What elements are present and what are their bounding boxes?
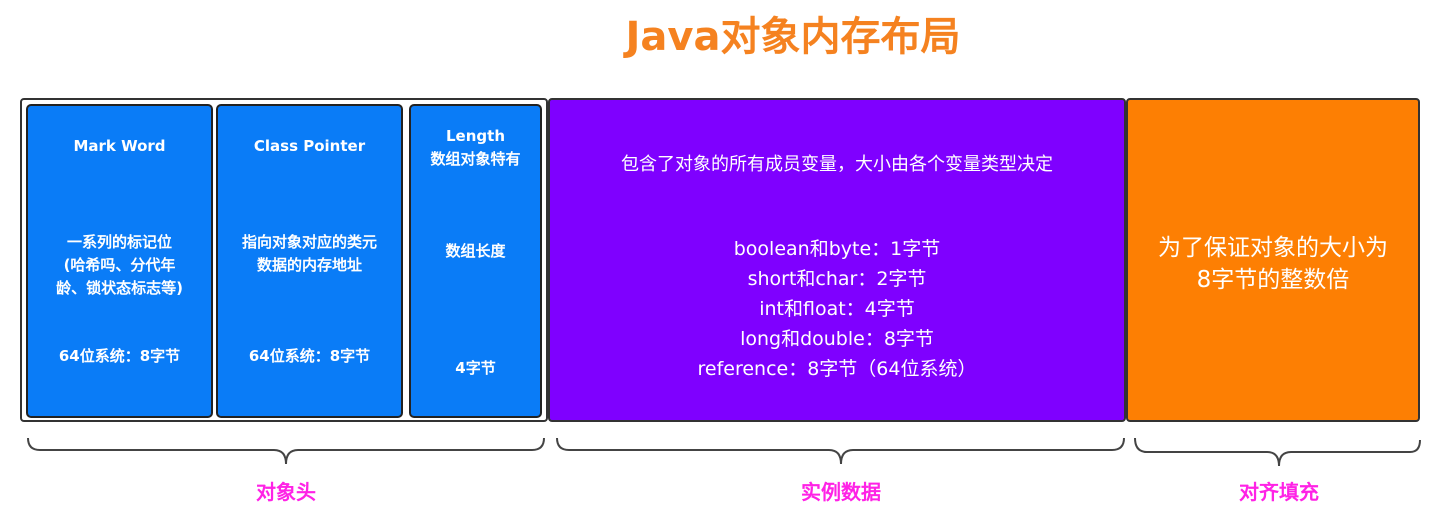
- length-title: Length: [446, 127, 505, 145]
- instance-data-desc: 包含了对象的所有成员变量，大小由各个变量类型决定: [621, 154, 1053, 175]
- page-title: Java对象内存布局: [625, 14, 961, 60]
- mark-word-box: Mark Word 一系列的标记位 (哈希吗、分代年 龄、锁状态标志等) 64位…: [26, 104, 213, 418]
- length-box: Length 数组对象特有 数组长度 4字节: [409, 104, 542, 418]
- class-pointer-box: Class Pointer 指向对象对应的类元 数据的内存地址 64位系统：8字…: [216, 104, 403, 418]
- class-pointer-title: Class Pointer: [253, 137, 366, 155]
- padding-box: 为了保证对象的大小为 8字节的整数倍: [1126, 98, 1420, 422]
- class-pointer-desc-2: 数据的内存地址: [256, 256, 362, 274]
- mark-word-size: 64位系统：8字节: [58, 347, 181, 365]
- mark-word-desc-2: (哈希吗、分代年: [63, 256, 176, 274]
- instance-data-label: 实例数据: [801, 480, 881, 504]
- class-pointer-size: 64位系统：8字节: [248, 347, 371, 365]
- length-size: 4字节: [455, 359, 496, 377]
- type-size-item: boolean和byte：1字节: [733, 238, 941, 260]
- padding-desc-line: 8字节的整数倍: [1196, 267, 1350, 293]
- object-header-brace-icon: [27, 437, 545, 465]
- padding-brace-icon: [1134, 437, 1421, 467]
- type-size-item: short和char：2字节: [747, 268, 927, 290]
- instance-data-box: 包含了对象的所有成员变量，大小由各个变量类型决定 boolean和byte：1字…: [548, 98, 1126, 422]
- object-header-label: 对象头: [256, 480, 316, 504]
- instance-data-types: boolean和byte：1字节 short和char：2字节 int和floa…: [550, 234, 1124, 384]
- instance-data-brace-icon: [556, 437, 1125, 465]
- class-pointer-desc-1: 指向对象对应的类元: [241, 233, 377, 251]
- padding-desc-line: 为了保证对象的大小为: [1158, 235, 1388, 261]
- padding-label: 对齐填充: [1239, 480, 1319, 504]
- type-size-item: int和float：4字节: [759, 298, 915, 320]
- mark-word-title: Mark Word: [73, 137, 166, 155]
- mark-word-desc-1: 一系列的标记位: [66, 233, 172, 251]
- mark-word-desc-3: 龄、锁状态标志等): [56, 279, 183, 297]
- type-size-item: reference：8字节（64位系统）: [697, 358, 977, 380]
- length-note: 数组对象特有: [430, 150, 521, 168]
- padding-desc: 为了保证对象的大小为 8字节的整数倍: [1128, 232, 1418, 296]
- type-size-item: long和double：8字节: [740, 328, 934, 350]
- length-desc: 数组长度: [445, 242, 506, 260]
